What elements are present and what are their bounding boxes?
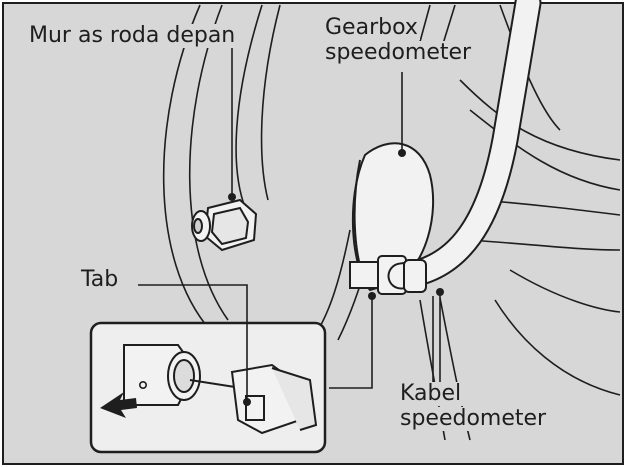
label-front-wheel-nut: Mur as roda depan (27, 23, 238, 48)
speedometer-cable (387, 0, 542, 293)
label-gearbox-line2: speedometer (323, 40, 474, 65)
label-cable-line1: Kabel (398, 381, 464, 406)
leader-lines (138, 44, 441, 402)
inset-detail (89, 321, 327, 454)
push-arrow-icon (100, 392, 137, 418)
label-cable-line2: speedometer (398, 406, 549, 431)
leader-dots (228, 149, 444, 406)
front-axle-nut (191, 198, 258, 252)
label-gearbox-line1: Gearbox (323, 15, 420, 40)
label-tab: Tab (79, 267, 121, 292)
